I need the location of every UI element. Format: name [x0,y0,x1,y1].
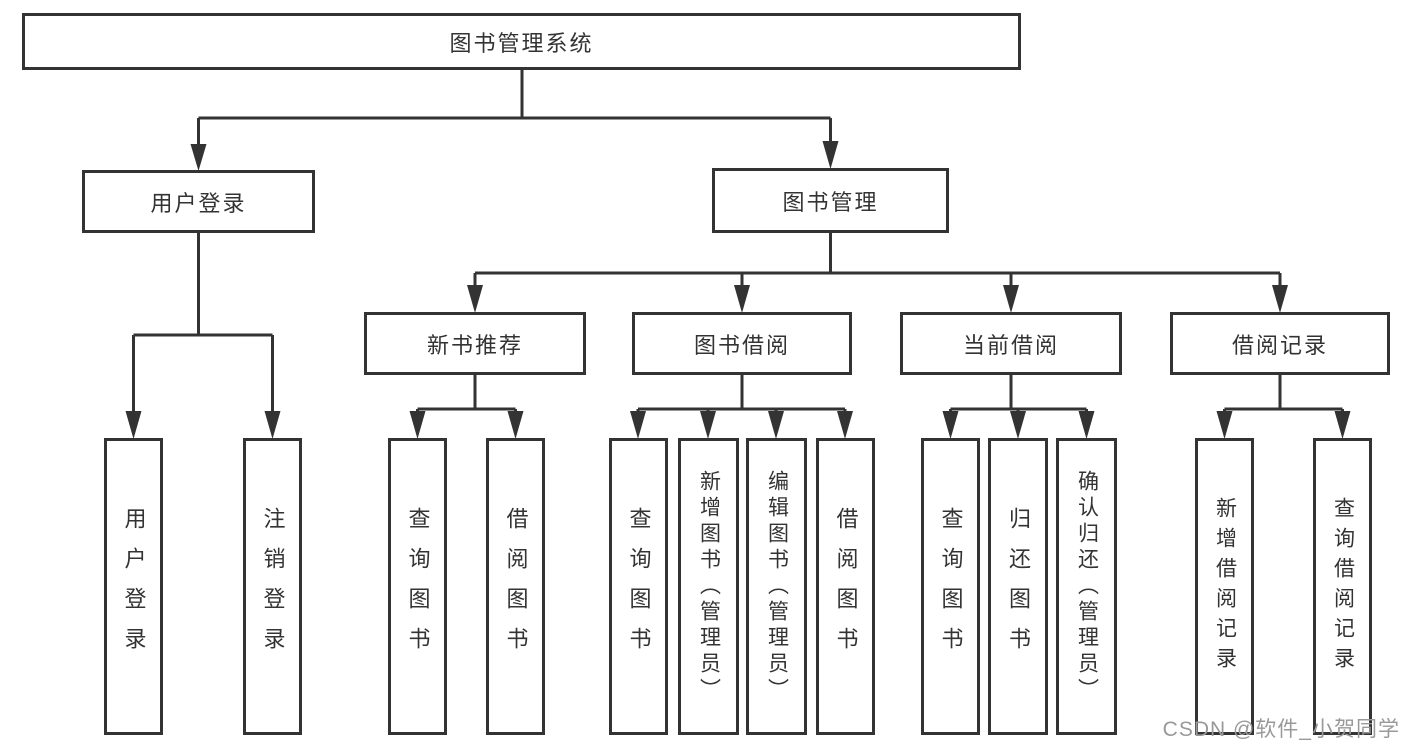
node-root: 图书管理系统 [22,13,1021,70]
leaf-records-search-record: 查询借阅记录 [1313,438,1372,735]
leaf-borrowing-edit-books: 编辑图书（管理员） [746,438,807,735]
connector-book-management-to-level3 [467,233,1288,313]
leaf-current-return-books: 归还图书 [988,438,1048,735]
leaf-current-search-books-label: 查询图书 [938,506,964,667]
leaf-current-search-books: 查询图书 [921,438,980,735]
leaf-recommend-search-books-label: 查询图书 [405,506,431,667]
node-book-management-label: 图书管理 [782,189,879,215]
connector-book-borrowing-to-leaves [630,375,853,439]
node-user-login: 用户登录 [82,170,315,233]
connector-root-to-level2 [190,70,839,171]
leaf-current-confirm-return: 确认归还（管理员） [1056,438,1117,735]
node-root-label: 图书管理系统 [449,30,594,56]
connector-borrowing-records-to-leaves [1216,375,1351,439]
leaf-borrowing-edit-books-label: 编辑图书（管理员） [765,469,789,704]
leaf-records-add-record-label: 新增借阅记录 [1213,496,1237,677]
node-current-borrowing: 当前借阅 [900,312,1122,375]
node-new-book-recommend: 新书推荐 [364,312,586,375]
leaf-borrowing-search-books-label: 查询图书 [626,506,652,667]
leaf-borrowing-borrow-books-label: 借阅图书 [833,506,859,667]
node-borrowing-records: 借阅记录 [1170,312,1390,375]
leaf-recommend-borrow-books-label: 借阅图书 [503,506,529,667]
leaf-borrowing-add-books-label: 新增图书（管理员） [697,469,721,704]
leaf-current-confirm-return-label: 确认归还（管理员） [1075,469,1099,704]
leaf-user-login-label: 用户登录 [121,506,147,667]
node-borrowing-records-label: 借阅记录 [1231,332,1328,358]
leaf-records-add-record: 新增借阅记录 [1195,438,1254,735]
leaf-borrowing-add-books: 新增图书（管理员） [678,438,739,735]
leaf-recommend-borrow-books: 借阅图书 [486,438,545,735]
leaf-records-search-record-label: 查询借阅记录 [1331,496,1355,677]
node-book-borrowing-label: 图书借阅 [693,332,790,358]
leaf-borrowing-search-books: 查询图书 [609,438,668,735]
connector-new-book-recommend-to-leaves [409,375,524,439]
node-current-borrowing-label: 当前借阅 [962,332,1059,358]
node-book-borrowing: 图书借阅 [632,312,852,375]
leaf-user-login: 用户登录 [104,438,163,735]
node-user-login-label: 用户登录 [150,190,247,216]
connector-user-login-to-leaves [125,233,281,439]
node-new-book-recommend-label: 新书推荐 [426,332,523,358]
csdn-watermark: CSDN @软件_小贺同学 [1162,718,1400,741]
leaf-current-return-books-label: 归还图书 [1006,506,1031,667]
leaf-logout: 注销登录 [243,438,302,735]
connector-current-borrowing-to-leaves [942,375,1095,439]
leaf-logout-label: 注销登录 [260,506,286,667]
node-book-management: 图书管理 [712,168,949,233]
leaf-borrowing-borrow-books: 借阅图书 [816,438,875,735]
leaf-recommend-search-books: 查询图书 [388,438,447,735]
